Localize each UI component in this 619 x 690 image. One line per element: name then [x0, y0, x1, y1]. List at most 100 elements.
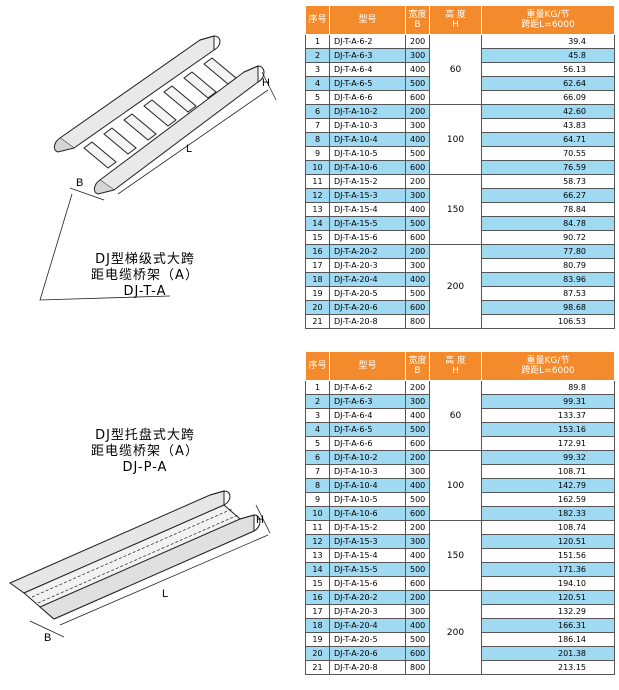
cell-no: 17 — [305, 258, 330, 273]
cell-weight: 77.80 — [481, 244, 615, 259]
cell-model: DJ-T-A-6-2 — [329, 380, 406, 395]
cell-weight: 151.56 — [481, 548, 615, 563]
ladder-far-rail — [59, 35, 215, 149]
cell-no: 17 — [305, 604, 330, 619]
cell-model: DJ-T-A-10-2 — [329, 450, 406, 465]
cell-model: DJ-T-A-15-2 — [329, 520, 406, 535]
cell-weight: 99.31 — [481, 394, 615, 409]
cell-no: 9 — [305, 146, 330, 161]
cell-model: DJ-T-A-15-2 — [329, 174, 406, 189]
cell-width: 200 — [405, 380, 430, 395]
tray-near-wall — [39, 514, 255, 620]
cell-weight: 78.84 — [481, 202, 615, 217]
cell-weight: 98.68 — [481, 300, 615, 315]
cell-weight: 58.73 — [481, 174, 615, 189]
solid-tray-drawing: H L B — [8, 490, 271, 644]
ladder-title-line1: DJ型梯级式大跨 — [95, 252, 195, 267]
cell-no: 18 — [305, 618, 330, 633]
cell-width: 500 — [405, 286, 430, 301]
cell-width: 200 — [405, 590, 430, 605]
cell-width: 400 — [405, 478, 430, 493]
cell-width: 500 — [405, 492, 430, 507]
cell-width: 400 — [405, 272, 430, 287]
cell-no: 20 — [305, 300, 330, 315]
cell-weight: 213.15 — [481, 660, 615, 675]
tray-far-wall — [8, 490, 225, 594]
cell-model: DJ-T-A-20-6 — [329, 300, 406, 315]
cell-weight: 70.55 — [481, 146, 615, 161]
tray-title-line3: DJ-P-A — [122, 460, 168, 475]
cell-model: DJ-T-A-20-6 — [329, 646, 406, 661]
cell-height: 150 — [429, 520, 482, 591]
cell-no: 15 — [305, 230, 330, 245]
cell-weight: 132.29 — [481, 604, 615, 619]
cell-no: 4 — [305, 422, 330, 437]
cell-width: 800 — [405, 314, 430, 329]
cell-width: 300 — [405, 258, 430, 273]
cell-width: 400 — [405, 202, 430, 217]
tray-caption: DJ型托盘式大跨 距电缆桥架（A） DJ-P-A — [70, 428, 220, 476]
cell-width: 400 — [405, 548, 430, 563]
cell-model: DJ-T-A-20-8 — [329, 314, 406, 329]
cell-width: 300 — [405, 464, 430, 479]
cell-no: 7 — [305, 118, 330, 133]
cell-model: DJ-T-A-20-8 — [329, 660, 406, 675]
ladder-dim-h: H — [262, 77, 270, 89]
cell-no: 12 — [305, 188, 330, 203]
cell-no: 21 — [305, 660, 330, 675]
cell-width: 200 — [405, 104, 430, 119]
cell-weight: 182.33 — [481, 506, 615, 521]
cell-model: DJ-T-A-20-5 — [329, 286, 406, 301]
cell-width: 600 — [405, 506, 430, 521]
cell-no: 3 — [305, 408, 330, 423]
cell-width: 400 — [405, 132, 430, 147]
cell-width: 400 — [405, 618, 430, 633]
cell-width: 500 — [405, 562, 430, 577]
cell-weight: 106.53 — [481, 314, 615, 329]
cell-no: 4 — [305, 76, 330, 91]
cell-weight: 83.96 — [481, 272, 615, 287]
cell-model: DJ-T-A-15-5 — [329, 562, 406, 577]
cell-width: 500 — [405, 632, 430, 647]
cell-weight: 84.78 — [481, 216, 615, 231]
cell-weight: 108.74 — [481, 520, 615, 535]
cell-model: DJ-T-A-15-3 — [329, 188, 406, 203]
cell-weight: 120.51 — [481, 534, 615, 549]
cell-weight: 89.8 — [481, 380, 615, 395]
cell-width: 600 — [405, 576, 430, 591]
cell-no: 1 — [305, 380, 330, 395]
cell-no: 10 — [305, 506, 330, 521]
cell-no: 14 — [305, 216, 330, 231]
cell-no: 8 — [305, 132, 330, 147]
ladder-dim-l: L — [186, 143, 192, 155]
cell-no: 5 — [305, 436, 330, 451]
cell-width: 600 — [405, 300, 430, 315]
cell-model: DJ-T-A-10-5 — [329, 492, 406, 507]
cell-width: 300 — [405, 118, 430, 133]
cell-no: 8 — [305, 478, 330, 493]
cell-model: DJ-T-A-10-5 — [329, 146, 406, 161]
cell-width: 400 — [405, 62, 430, 77]
cell-no: 6 — [305, 450, 330, 465]
cell-model: DJ-T-A-15-5 — [329, 216, 406, 231]
tray-title-line2: 距电缆桥架（A） — [91, 444, 199, 459]
cell-width: 200 — [405, 34, 430, 49]
